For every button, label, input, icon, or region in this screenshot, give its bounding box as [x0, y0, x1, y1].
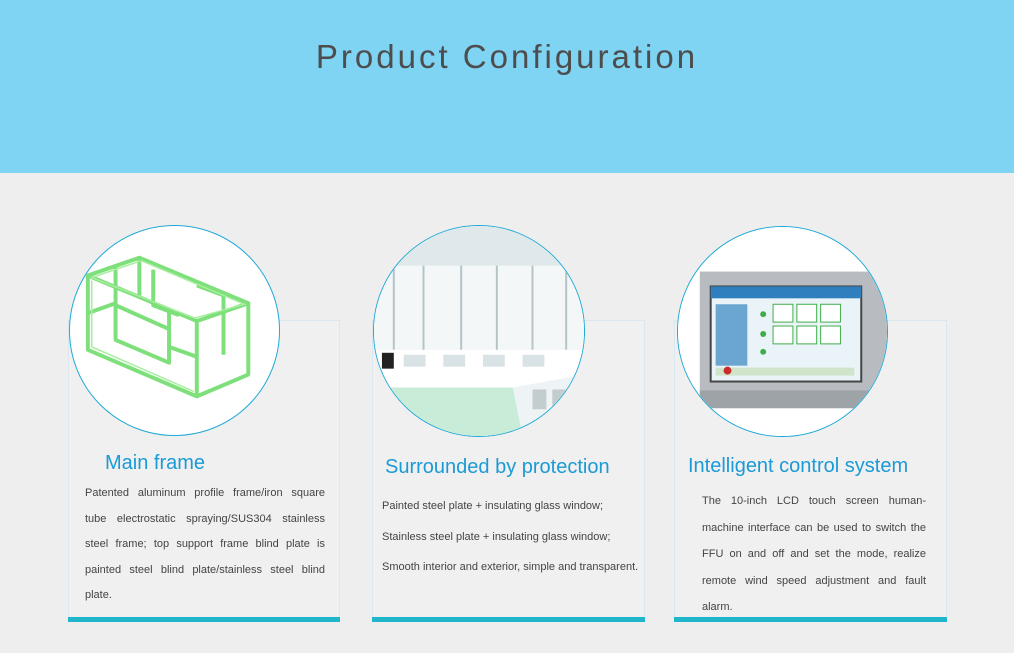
desc-line: Stainless steel plate + insulating glass…: [382, 530, 611, 543]
green-wireframe-icon: [85, 255, 251, 399]
clean-room-interior-photo: [374, 226, 584, 436]
card-desc-control-system: The 10-inch LCD touch screen human-machi…: [702, 488, 926, 621]
desc-line: Painted steel plate + insulating glass w…: [382, 500, 604, 512]
lcd-touch-panel-photo: [678, 227, 887, 436]
protection-image: [373, 225, 585, 437]
main-frame-image: [69, 225, 280, 436]
header-banner: Product Configuration: [0, 0, 1014, 173]
card-accent-bar: [68, 617, 340, 622]
control-system-image: [677, 226, 888, 437]
page-title: Product Configuration: [315, 38, 699, 75]
card-title-protection: Surrounded by protection: [385, 456, 610, 478]
card-desc-protection: Painted steel plate + insulating glass w…: [382, 491, 644, 583]
card-title-control-system: Intelligent control system: [688, 455, 909, 477]
desc-line: Patented aluminum profile frame/iron squ…: [85, 487, 325, 601]
card-desc-main-frame: Patented aluminum profile frame/iron squ…: [85, 481, 325, 609]
desc-line: Smooth interior and exterior, simple and…: [382, 561, 639, 573]
desc-line: The 10-inch LCD touch screen human-machi…: [702, 495, 926, 613]
card-title-main-frame: Main frame: [105, 452, 206, 474]
card-accent-bar: [372, 617, 645, 622]
card-accent-bar: [674, 617, 947, 622]
